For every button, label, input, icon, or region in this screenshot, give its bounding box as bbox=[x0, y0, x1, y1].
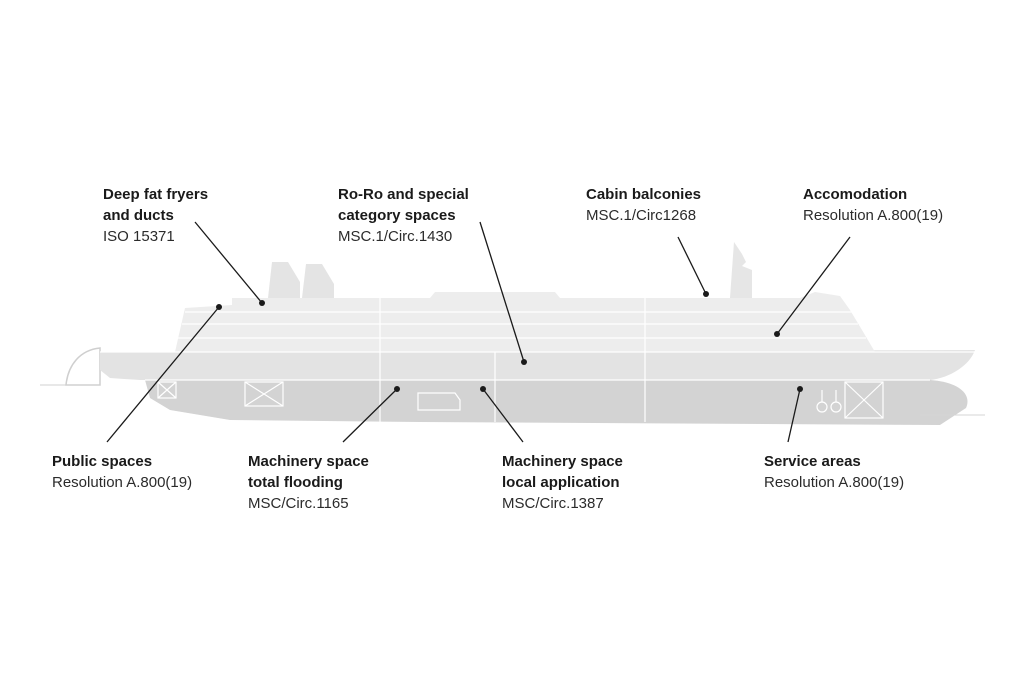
dot-service-areas bbox=[797, 386, 803, 392]
dot-deep-fat-fryers bbox=[259, 300, 265, 306]
leader-accomodation bbox=[776, 236, 851, 335]
label-accomodation: Accomodation Resolution A.800(19) bbox=[803, 184, 943, 226]
stern-bumper bbox=[65, 347, 101, 386]
label-cabin-balconies: Cabin balconies MSC.1/Circ1268 bbox=[586, 184, 701, 226]
leader-machinery-local bbox=[482, 388, 524, 443]
deck-lines bbox=[100, 298, 975, 422]
label-title: Machinery space bbox=[248, 453, 369, 470]
label-reference: Resolution A.800(19) bbox=[52, 474, 193, 491]
label-machinery-total: Machinery space total flooding MSC/Circ.… bbox=[248, 451, 369, 514]
dot-public-spaces bbox=[216, 304, 222, 310]
label-title: Public spaces bbox=[52, 453, 153, 470]
label-reference: MSC/Circ.1165 bbox=[248, 495, 349, 512]
dot-cabin-balconies bbox=[703, 291, 709, 297]
lower-hull bbox=[145, 380, 968, 425]
label-title: local application bbox=[502, 474, 620, 491]
label-reference: Resolution A.800(19) bbox=[764, 474, 905, 491]
label-title: and ducts bbox=[103, 207, 174, 224]
leader-dots bbox=[216, 291, 803, 392]
label-title: total flooding bbox=[248, 474, 343, 491]
label-title: Accomodation bbox=[803, 186, 908, 203]
leader-public-spaces bbox=[106, 306, 220, 443]
label-title: category spaces bbox=[338, 207, 456, 224]
label-reference: MSC/Circ.1387 bbox=[502, 495, 604, 512]
mast bbox=[730, 242, 752, 298]
compartments bbox=[157, 381, 884, 419]
label-service-areas: Service areas Resolution A.800(19) bbox=[764, 451, 904, 493]
label-title: Cabin balconies bbox=[586, 186, 702, 203]
label-reference: MSC.1/Circ1268 bbox=[586, 207, 697, 224]
dot-accomodation bbox=[774, 331, 780, 337]
main-hull bbox=[100, 350, 975, 380]
label-public-spaces: Public spaces Resolution A.800(19) bbox=[52, 451, 192, 493]
label-title: Service areas bbox=[764, 453, 861, 470]
superstructure bbox=[175, 292, 875, 352]
label-title: Ro-Ro and special bbox=[338, 186, 469, 203]
label-ro-ro: Ro-Ro and special category spaces MSC.1/… bbox=[338, 184, 469, 247]
leader-cabin-balconies bbox=[677, 236, 707, 295]
funnel-2 bbox=[302, 264, 334, 298]
label-reference: MSC.1/Circ.1430 bbox=[338, 228, 453, 245]
leader-ro-ro bbox=[479, 221, 525, 363]
label-title: Machinery space bbox=[502, 453, 623, 470]
leader-deep-fat-fryers bbox=[194, 221, 263, 304]
leader-service-areas bbox=[787, 388, 801, 443]
label-deep-fat-fryers: Deep fat fryers and ducts ISO 15371 bbox=[103, 184, 208, 247]
leader-lines bbox=[106, 221, 851, 443]
dot-ro-ro bbox=[521, 359, 527, 365]
label-machinery-local: Machinery space local application MSC/Ci… bbox=[502, 451, 623, 514]
dot-machinery-total bbox=[394, 386, 400, 392]
dot-machinery-local bbox=[480, 386, 486, 392]
label-reference: Resolution A.800(19) bbox=[803, 207, 944, 224]
label-title: Deep fat fryers bbox=[103, 186, 209, 203]
label-reference: ISO 15371 bbox=[103, 228, 175, 245]
funnel-1 bbox=[268, 262, 300, 298]
leader-machinery-total bbox=[342, 388, 398, 443]
